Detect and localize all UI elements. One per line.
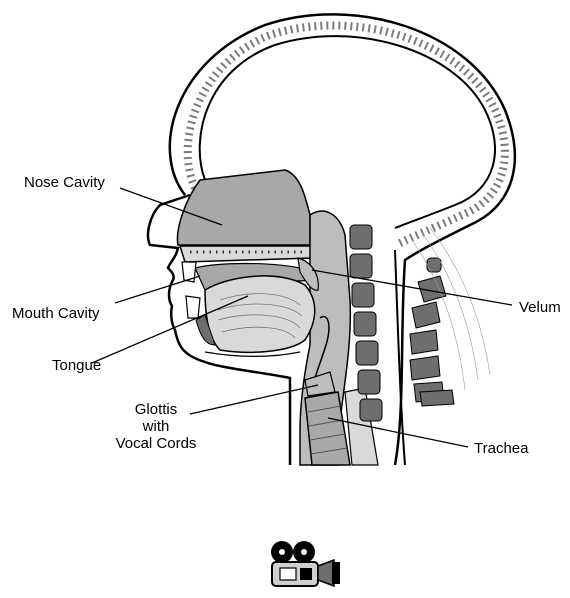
lower-teeth bbox=[186, 296, 200, 318]
label-glottis-line3: Vocal Cords bbox=[107, 435, 205, 452]
label-glottis: Glottis with Vocal Cords bbox=[107, 401, 205, 452]
nose-cavity bbox=[177, 170, 310, 245]
label-trachea: Trachea bbox=[474, 440, 528, 457]
label-tongue: Tongue bbox=[52, 357, 101, 374]
label-glottis-line1: Glottis bbox=[107, 401, 205, 418]
label-nose-cavity: Nose Cavity bbox=[24, 174, 105, 191]
hard-palate bbox=[180, 246, 312, 262]
tongue bbox=[205, 276, 315, 352]
label-mouth-cavity: Mouth Cavity bbox=[12, 305, 100, 322]
leader-glottis bbox=[190, 385, 318, 414]
movie-camera-icon[interactable] bbox=[266, 540, 346, 590]
label-glottis-line2: with bbox=[107, 418, 205, 435]
detached-vertebrae bbox=[410, 258, 454, 406]
label-velum: Velum bbox=[519, 299, 561, 316]
